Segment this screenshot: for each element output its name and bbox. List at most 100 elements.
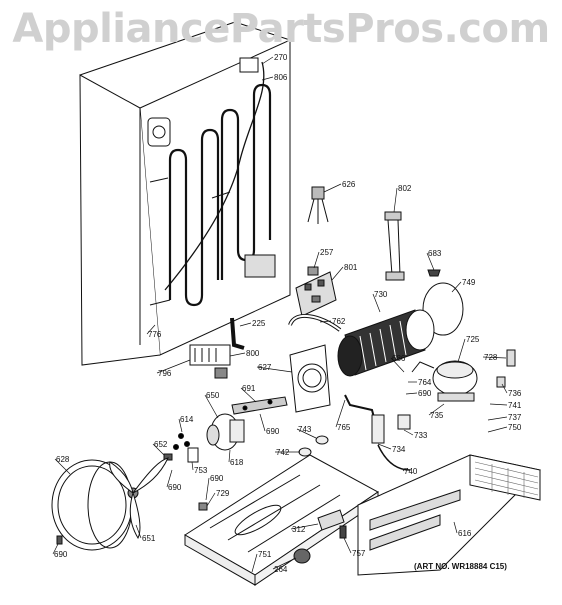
callout-740: 740: [404, 467, 418, 476]
part-729-clip: [198, 502, 208, 511]
callout-735: 735: [430, 411, 444, 420]
leader-line-796: [156, 359, 191, 374]
callout-614: 614: [180, 415, 194, 424]
callout-762: 762: [332, 317, 346, 326]
leader-line-650: [204, 394, 219, 419]
callout-802: 802: [398, 184, 412, 193]
leader-line-614: [178, 418, 183, 433]
part-626-sensor: [307, 186, 329, 224]
callout-264: 264: [274, 565, 288, 574]
leader-line-737: [487, 416, 508, 421]
leader-line-270: [261, 56, 274, 65]
leader-line-733: [403, 429, 414, 436]
callout-312: 312: [292, 525, 306, 534]
leader-line-628: [54, 458, 71, 475]
leader-line-735: [428, 403, 445, 416]
part-614-screws: [173, 433, 190, 450]
leader-line-225: [239, 322, 252, 327]
part-691-bracket: [231, 396, 288, 415]
part-690-screw: [56, 535, 63, 545]
leader-line-691: [240, 387, 257, 403]
callout-691: 691: [242, 384, 256, 393]
part-802-harness: [384, 211, 405, 281]
part-751-base-pan: [184, 454, 379, 586]
part-627-fan-shroud: [289, 344, 331, 413]
callout-730: 730: [374, 290, 388, 299]
callout-690e: 690: [54, 550, 68, 559]
part-757-screw: [339, 525, 347, 539]
leader-line-762: [319, 320, 332, 323]
callout-737: 737: [508, 413, 522, 422]
leader-line-734: [377, 443, 392, 450]
leader-line-806: [261, 76, 274, 81]
callout-729: 729: [216, 489, 230, 498]
leader-line-683: [426, 252, 435, 271]
part-264-foot: [293, 548, 311, 564]
leader-line-725: [457, 338, 466, 363]
part-736: [496, 376, 506, 388]
leader-line-801: [331, 266, 344, 281]
leader-line-730: [372, 293, 381, 313]
leader-line-690e: [52, 543, 59, 555]
callout-736: 736: [508, 389, 522, 398]
callout-765: 765: [337, 423, 351, 432]
part-765-tube: [344, 394, 377, 426]
callout-800: 800: [246, 349, 260, 358]
callout-270: 270: [274, 53, 288, 62]
part-616-grille: [357, 454, 542, 576]
leader-line-753: [191, 461, 194, 471]
part-801-control-board: [295, 271, 337, 317]
callout-616: 616: [458, 529, 472, 538]
part-725-compressor: [411, 360, 478, 402]
callout-750: 750: [508, 423, 522, 432]
callout-690a: 690: [418, 389, 432, 398]
callout-806: 806: [274, 73, 288, 82]
callout-690d: 690: [210, 474, 224, 483]
leader-line-757: [343, 537, 352, 554]
leader-line-740: [402, 469, 405, 472]
leader-line-627: [256, 366, 293, 373]
leader-line-690c: [166, 469, 173, 488]
leader-line-749: [451, 281, 462, 293]
callout-618: 618: [230, 458, 244, 467]
leader-line-765: [335, 399, 346, 428]
wire-harness-806: [164, 61, 265, 291]
cabinet-back-panel: [79, 21, 291, 366]
leader-line-264: [272, 557, 297, 570]
callout-741: 741: [508, 401, 522, 410]
callout-757: 757: [352, 549, 366, 558]
leader-line-729: [206, 492, 216, 507]
callout-796: 796: [158, 369, 172, 378]
part-800-harness: [189, 344, 231, 379]
leader-line-686: [390, 357, 405, 373]
part-740-line: [377, 444, 411, 471]
leader-line-690a: [405, 392, 418, 395]
leader-line-651: [135, 524, 142, 539]
part-225-drain: [230, 317, 245, 350]
callout-733: 733: [414, 431, 428, 440]
callout-257: 257: [320, 248, 334, 257]
callout-751: 751: [258, 550, 272, 559]
leader-line-690d: [205, 477, 210, 501]
part-733: [397, 414, 411, 430]
part-734: [371, 414, 385, 444]
callout-742: 742: [276, 448, 290, 457]
part-753: [187, 447, 199, 463]
callout-651: 651: [142, 534, 156, 543]
art-number: (ART NO. WR18884 C15): [414, 562, 507, 571]
callout-628: 628: [56, 455, 70, 464]
callout-683: 683: [428, 249, 442, 258]
leader-line-652: [152, 443, 165, 456]
callout-627: 627: [258, 363, 272, 372]
leader-line-728: [482, 356, 507, 359]
callout-734: 734: [392, 445, 406, 454]
part-652: [163, 453, 173, 461]
callout-690b: 690: [266, 427, 280, 436]
callout-743: 743: [298, 425, 312, 434]
callout-626: 626: [342, 180, 356, 189]
leader-line-750: [487, 426, 508, 433]
callout-225: 225: [252, 319, 266, 328]
part-312-bracket: [317, 509, 345, 531]
